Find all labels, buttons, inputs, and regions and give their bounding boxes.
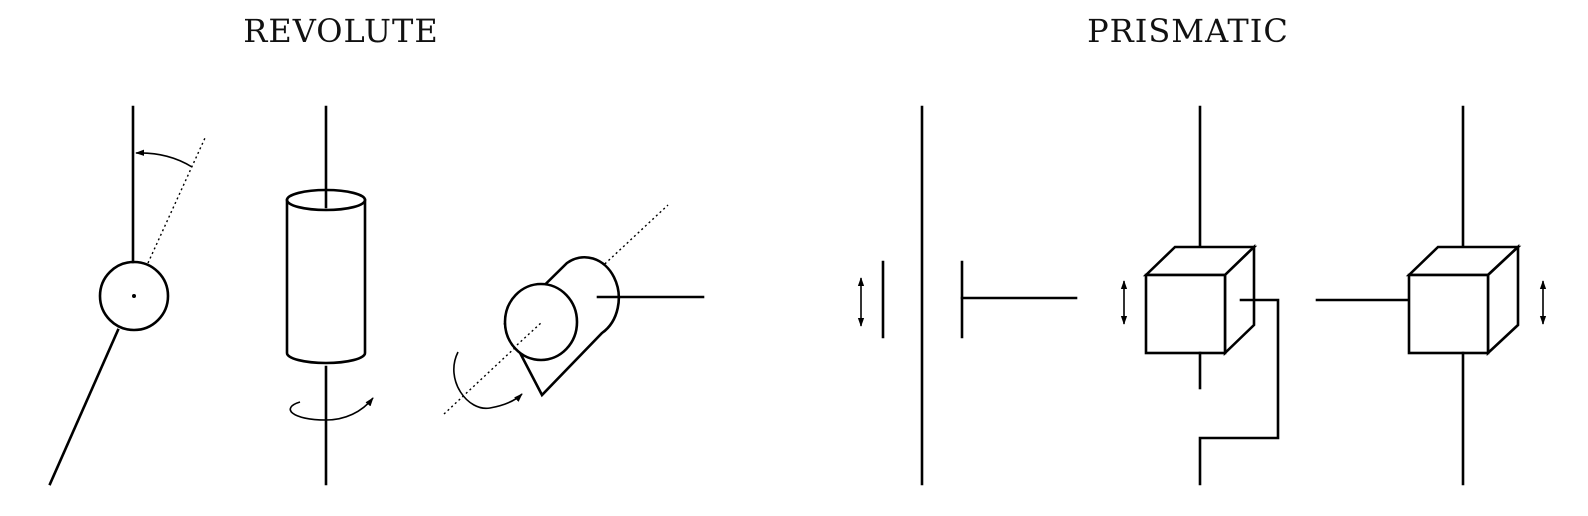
cylinder-end-face xyxy=(503,282,579,362)
revolute-pin-joint xyxy=(48,105,206,486)
revolute-cylinder-tilted xyxy=(443,204,705,415)
revolute-title: REVOLUTE xyxy=(243,12,439,50)
prismatic-title: PRISMATIC xyxy=(1087,12,1289,50)
cube-front-face xyxy=(1407,273,1490,355)
prismatic-cube-side-link xyxy=(1120,105,1280,486)
prismatic-slider-bars xyxy=(857,105,1078,486)
reference-axis-dotted xyxy=(147,137,206,264)
rotation-arrow-icon xyxy=(453,351,523,409)
angle-arrow-icon xyxy=(135,149,193,168)
cube-front-face xyxy=(1144,273,1227,355)
lower-link xyxy=(48,328,120,486)
cylinder-body xyxy=(285,198,367,365)
pin-circle xyxy=(98,260,170,332)
prismatic-cube-horizontal-link xyxy=(1315,105,1547,486)
pin-center xyxy=(132,294,136,298)
side-link xyxy=(1198,298,1280,486)
axis-dotted xyxy=(443,204,669,415)
axis-dotted-inner xyxy=(516,321,543,346)
revolute-cylinder-vertical xyxy=(285,105,374,486)
rotation-arrow-icon xyxy=(289,397,374,421)
cylinder-top xyxy=(285,188,367,212)
